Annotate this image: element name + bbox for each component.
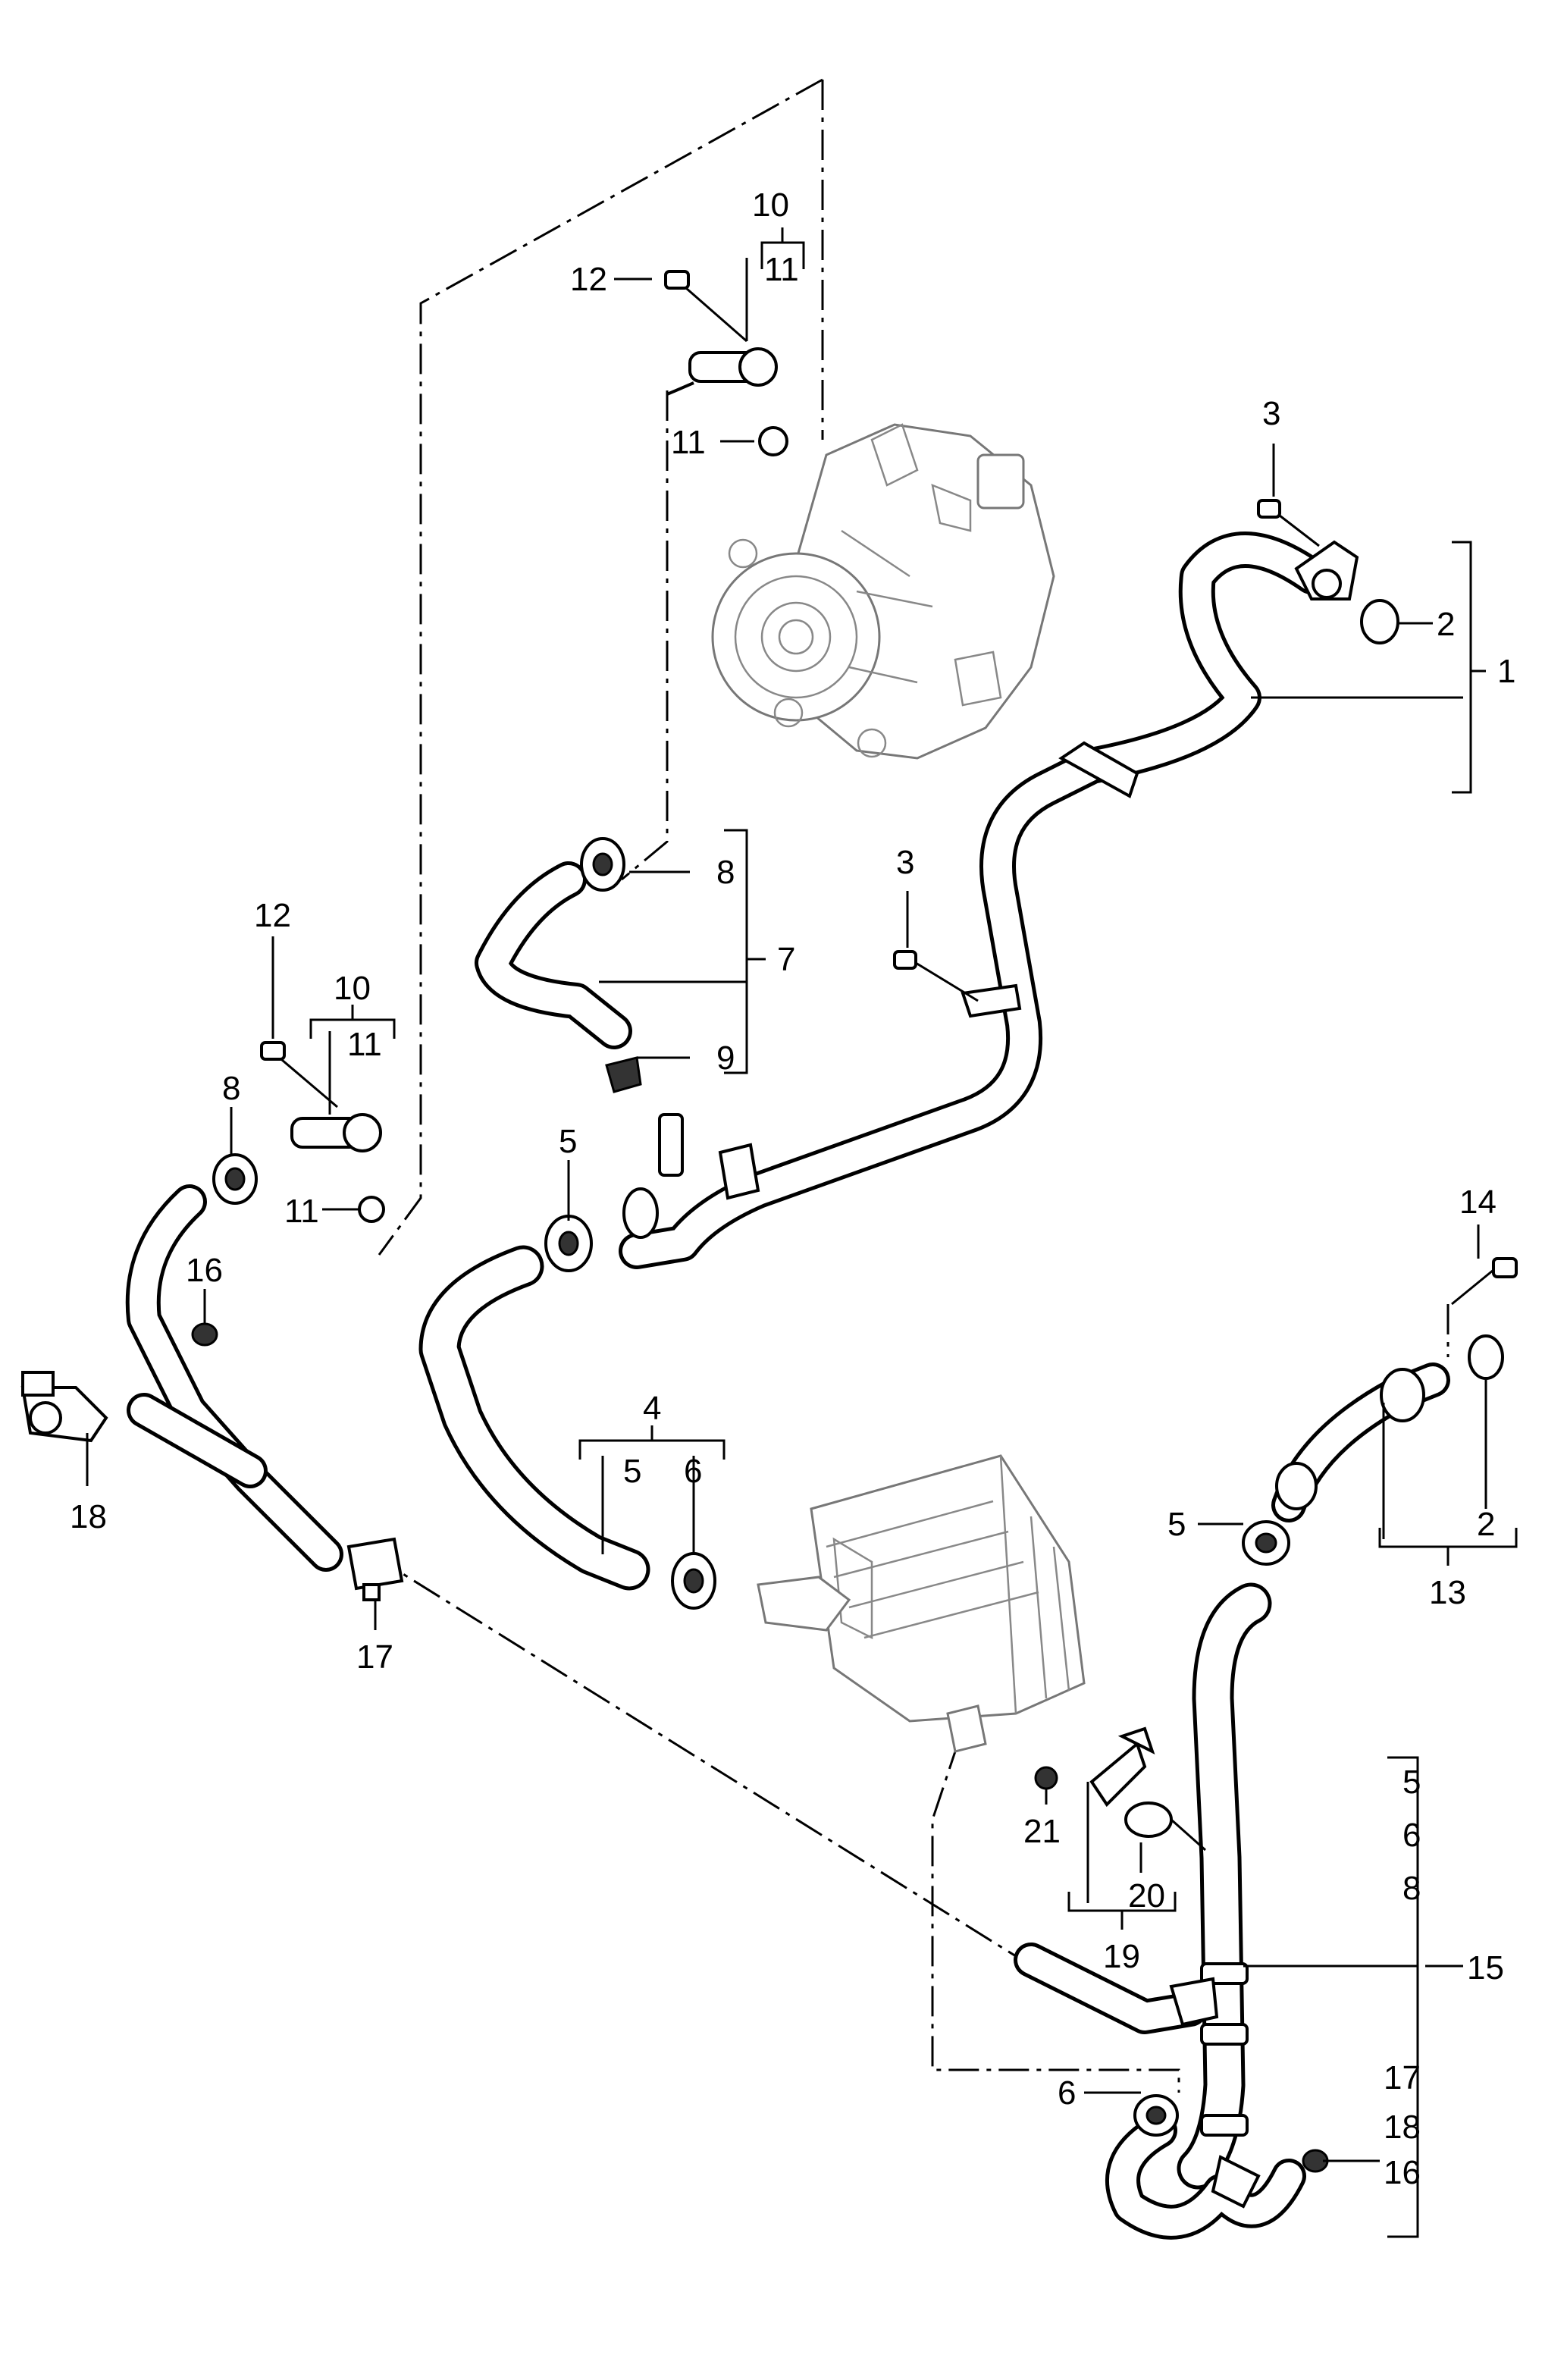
clamp-8-left bbox=[212, 1153, 258, 1205]
clamp-20 bbox=[1124, 1801, 1206, 1852]
callout-13: 13 bbox=[1429, 1574, 1466, 1611]
callout-15-list-17: 17 bbox=[1384, 2059, 1421, 2096]
connector-10-upper bbox=[666, 347, 788, 456]
hose-4 bbox=[418, 1245, 650, 1591]
clamp-8-upper bbox=[580, 837, 625, 892]
callout-labels: 1 2 3 3 8 7 9 5 10 11 12 11 12 10 11 8 1… bbox=[70, 187, 1515, 2191]
o-ring-2-lower bbox=[1468, 1334, 1504, 1380]
callout-8-left: 8 bbox=[222, 1070, 240, 1107]
callout-3-middle: 3 bbox=[896, 844, 914, 881]
callout-5-center: 5 bbox=[559, 1123, 577, 1160]
bolt-3-middle bbox=[893, 950, 979, 1002]
callout-10-left: 10 bbox=[334, 970, 371, 1007]
callout-2-lower: 2 bbox=[1477, 1506, 1495, 1543]
callout-15-list-8: 8 bbox=[1402, 1870, 1421, 1907]
clamp-tee-right bbox=[1169, 1977, 1261, 2209]
callout-19: 19 bbox=[1103, 1938, 1140, 1975]
callout-16-left: 16 bbox=[186, 1252, 223, 1289]
pipe-flange-top bbox=[1294, 540, 1359, 600]
callout-12-upper: 12 bbox=[570, 261, 607, 298]
callout-11-left-b: 11 bbox=[284, 1193, 319, 1230]
bolt-14 bbox=[1451, 1257, 1518, 1306]
bolt-3-upper bbox=[1257, 499, 1320, 547]
callout-15-list-6: 6 bbox=[1402, 1817, 1421, 1854]
clamp-5-right bbox=[1242, 1520, 1290, 1566]
callout-5-right: 5 bbox=[1167, 1506, 1186, 1543]
callout-1: 1 bbox=[1497, 653, 1515, 690]
leader-lines bbox=[86, 227, 1518, 2238]
callout-21: 21 bbox=[1023, 1813, 1061, 1850]
callout-17-left: 17 bbox=[356, 1638, 393, 1676]
hose-7 bbox=[475, 861, 632, 1049]
clamp-18-left bbox=[20, 1371, 108, 1443]
callout-12-left: 12 bbox=[254, 897, 291, 934]
callout-8-upper: 8 bbox=[716, 854, 735, 891]
callout-4: 4 bbox=[643, 1390, 661, 1427]
bolt-12-upper bbox=[664, 270, 747, 343]
clamp-16-left bbox=[191, 1322, 218, 1347]
callout-15-list-18: 18 bbox=[1384, 2109, 1421, 2146]
callout-2-upper: 2 bbox=[1437, 606, 1455, 643]
callout-15-list-5: 5 bbox=[1402, 1764, 1421, 1801]
hose-15 bbox=[1014, 1582, 1306, 2240]
bolt-12-left bbox=[260, 1041, 338, 1108]
callout-3-upper: 3 bbox=[1262, 395, 1280, 432]
clamp-5-center bbox=[544, 1215, 593, 1272]
tee-connector bbox=[622, 1113, 760, 1239]
callout-6-right: 6 bbox=[1058, 2074, 1076, 2112]
callout-11-upper-a: 11 bbox=[764, 251, 799, 288]
callout-18-left: 18 bbox=[70, 1498, 107, 1535]
callout-14: 14 bbox=[1459, 1184, 1496, 1221]
callout-10-upper: 10 bbox=[752, 187, 789, 224]
callout-6-group4: 6 bbox=[684, 1453, 702, 1490]
bolt-21 bbox=[1034, 1766, 1058, 1790]
alignment-lines bbox=[371, 78, 1449, 2093]
callout-5-group4: 5 bbox=[623, 1453, 641, 1490]
callout-20: 20 bbox=[1128, 1877, 1165, 1914]
clamp-6-center bbox=[671, 1552, 716, 1610]
connector-10-left bbox=[290, 1113, 385, 1223]
oil-cooler bbox=[757, 1454, 1086, 1753]
o-ring-2-upper bbox=[1360, 599, 1399, 644]
callout-9: 9 bbox=[716, 1039, 735, 1077]
bracket-19 bbox=[1089, 1726, 1155, 1808]
callout-11-upper-b: 11 bbox=[671, 424, 706, 461]
alternator bbox=[711, 423, 1055, 760]
pipe-mount-bracket bbox=[961, 741, 1139, 1018]
callout-16-right: 16 bbox=[1384, 2154, 1421, 2191]
callout-7: 7 bbox=[777, 941, 795, 978]
callout-11-left-a: 11 bbox=[347, 1026, 382, 1063]
hose-left bbox=[125, 1184, 343, 1572]
callout-15: 15 bbox=[1467, 1949, 1504, 1986]
clamp-6-right bbox=[1133, 2094, 1179, 2137]
clamp-17-left bbox=[346, 1537, 404, 1601]
pipe-13 bbox=[1271, 1362, 1450, 1522]
clamp-9 bbox=[605, 1056, 642, 1093]
